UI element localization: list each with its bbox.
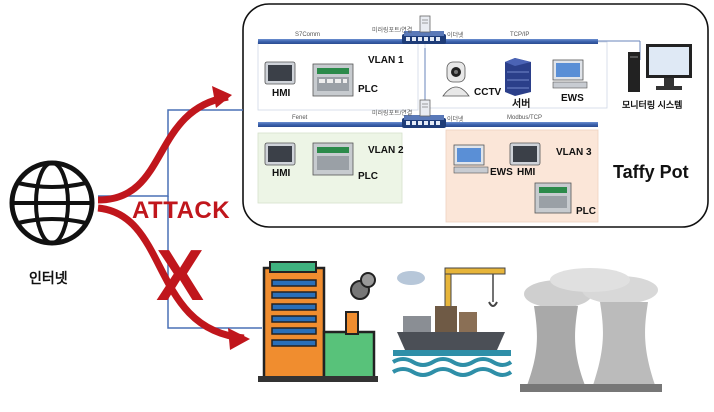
- port-ship-icon: [391, 267, 513, 377]
- vlan3-plc-label: PLC: [576, 206, 596, 217]
- switch-top-label: 미러링포트/연결: [372, 28, 413, 34]
- modbus-label: Modbus/TCP: [507, 115, 543, 121]
- vlan2-hmi-label: HMI: [272, 168, 291, 179]
- vlan3-plc-device: [534, 182, 572, 214]
- globe-icon: [9, 160, 95, 246]
- vlan3-hmi-device: [509, 142, 541, 166]
- vlan1-plc-label: PLC: [358, 84, 378, 95]
- vlan3-ews-label: EWS: [490, 167, 513, 178]
- ews-top-device: [552, 59, 588, 89]
- attack-arrow-facility: [97, 204, 245, 342]
- vlan1-bus-label: S7Comm: [295, 32, 321, 38]
- vlan3-ews-device: [453, 144, 489, 174]
- monitor-label: 모니터링 시스템: [622, 100, 683, 110]
- power-plant-icon: [520, 268, 662, 392]
- internet-label: 인터넷: [29, 270, 68, 286]
- vlan2-plc-device: [312, 142, 354, 176]
- ews-top-label: EWS: [561, 93, 584, 104]
- honeypot-title: Taffy Pot: [613, 162, 689, 182]
- vlan3-name: VLAN 3: [556, 147, 592, 158]
- vlan1-hmi-label: HMI: [272, 88, 291, 99]
- vlan2-plc-label: PLC: [358, 171, 378, 182]
- switch-mid: [402, 99, 446, 128]
- vlan3-hmi-label: HMI: [517, 167, 536, 178]
- monitoring-device: [628, 44, 692, 92]
- vlan1-hmi-device: [264, 61, 296, 85]
- vlan1-name: VLAN 1: [368, 55, 404, 66]
- attack-arrow-honeypot: [97, 93, 229, 204]
- ethernet-mid-label: 이더넷: [447, 117, 464, 123]
- cctv-label: CCTV: [474, 87, 502, 98]
- switch-top: [402, 15, 446, 44]
- attack-label: ATTACK: [132, 197, 231, 224]
- server-label: 서버: [512, 99, 531, 110]
- vlan2-name: VLAN 2: [368, 145, 404, 156]
- server-device: [505, 58, 531, 96]
- ethernet-top-label: 이더넷: [447, 33, 464, 39]
- vlan2-hmi-device: [264, 142, 296, 166]
- factory-icon: [258, 261, 378, 382]
- blocked-x-mark: X: [156, 236, 205, 316]
- cctv-device: [442, 61, 470, 97]
- switch-mid-label: 미러링포트/연결: [372, 111, 413, 117]
- vlan1-plc-device: [312, 63, 354, 97]
- vlan2-bus-label: Fenet: [292, 115, 308, 121]
- tcpip-label: TCP/IP: [510, 32, 530, 38]
